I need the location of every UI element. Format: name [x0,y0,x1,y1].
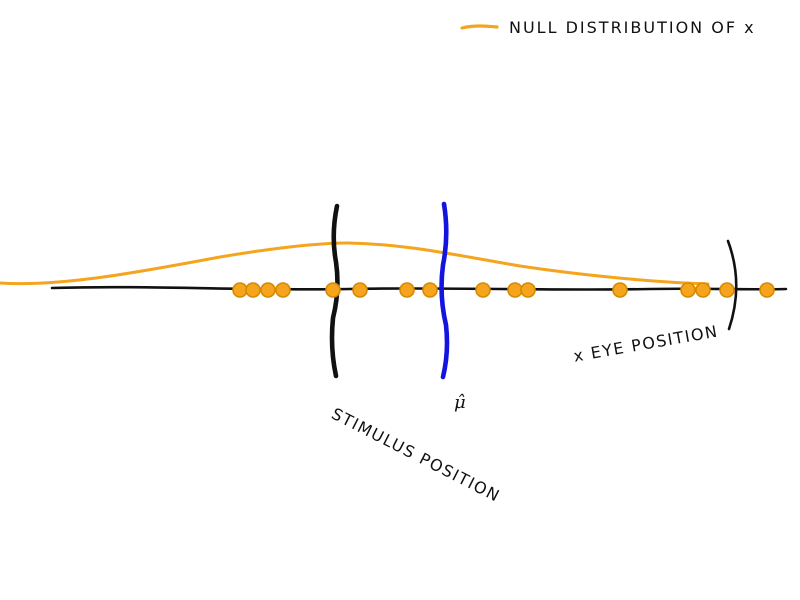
eye-position-point [680,282,696,298]
eye-position-point [695,282,711,298]
eye-position-point [232,282,248,298]
eye-position-point [422,282,438,298]
eye-position-bracket [726,239,738,331]
eye-position-axis [50,285,788,291]
mu-hat-line [439,201,450,380]
eye-position-point [325,282,341,298]
eye-position-point [275,282,291,298]
eye-position-points [232,282,775,298]
eye-position-point [260,282,276,298]
eye-position-point [759,282,775,298]
eye-position-point [719,282,735,298]
legend-line-swatch [460,24,499,30]
eye-position-point [399,282,415,298]
eye-position-point [520,282,536,298]
null-distribution-curve [0,241,710,286]
eye-position-point [245,282,261,298]
eye-position-point [507,282,523,298]
eye-position-point [352,282,368,298]
eye-position-point [475,282,491,298]
legend-label: NULL DISTRIBUTION OF x [509,18,756,37]
mu-hat-label: μ̂ [454,392,466,413]
eye-position-point [612,282,628,298]
